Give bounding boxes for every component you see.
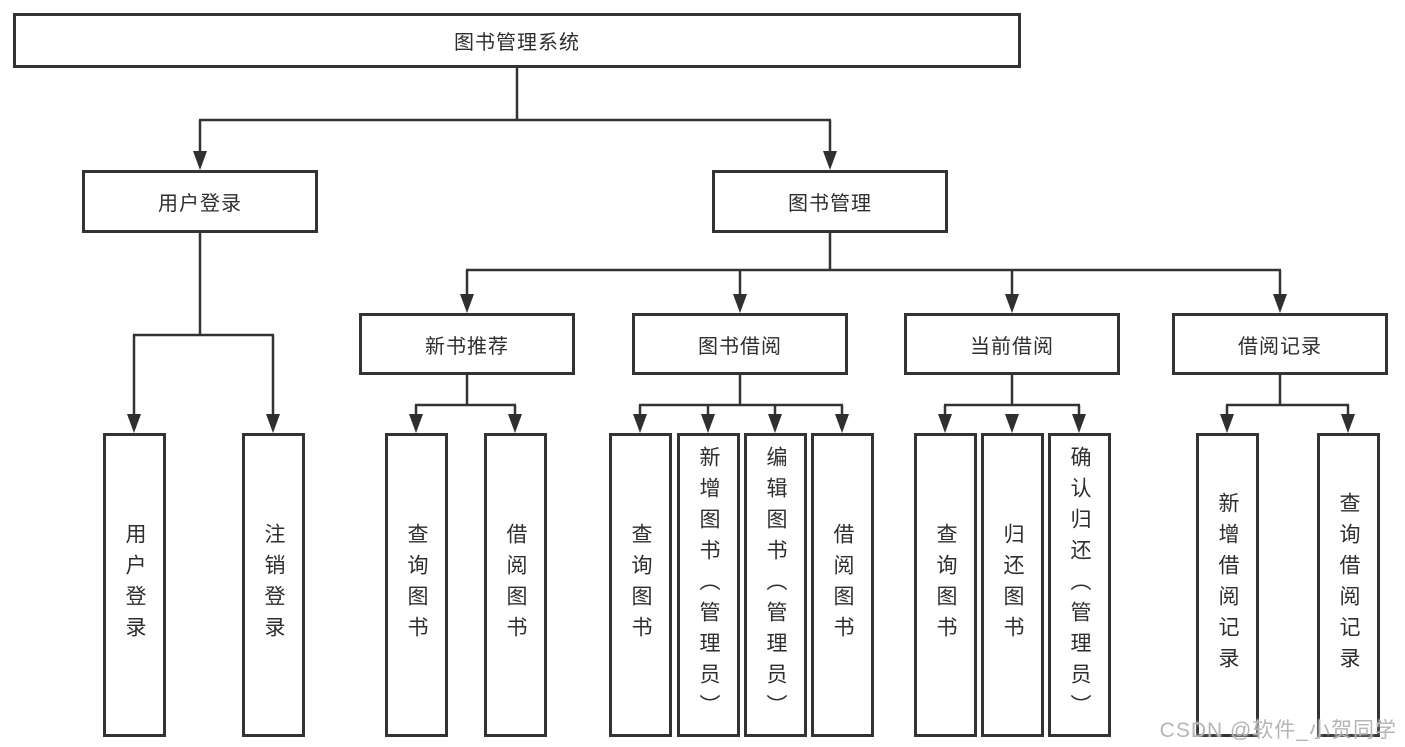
leaf-confirm-return-admin: 确认归还（管理员） [1048,433,1111,737]
leaf-query-books-recommend: 查询图书 [385,433,448,737]
node-label: 当前借阅 [970,335,1054,358]
leaf-return-books: 归还图书 [981,433,1044,737]
node-label: 编辑图书（管理员） [764,445,787,725]
node-label: 查询图书 [629,523,652,647]
leaf-borrow-books-recommend: 借阅图书 [484,433,547,737]
node-book-management: 图书管理 [712,170,948,233]
node-user-login: 用户登录 [82,170,318,233]
node-label: 新增借阅记录 [1216,492,1239,678]
node-label: 查询图书 [405,523,428,647]
node-label: 用户登录 [158,193,242,215]
leaf-logout: 注销登录 [242,433,305,737]
leaf-borrow-books: 借阅图书 [811,433,874,737]
node-label: 查询借阅记录 [1337,492,1360,678]
node-label: 借阅图书 [831,523,854,647]
node-label: 图书管理 [788,193,872,215]
watermark: CSDN @软件_小贺同学 [1159,719,1397,742]
leaf-query-borrow-record: 查询借阅记录 [1317,433,1380,737]
node-label: 用户登录 [123,523,146,647]
leaf-edit-books-admin: 编辑图书（管理员） [744,433,807,737]
node-new-book-recommend: 新书推荐 [359,313,575,375]
node-label: 图书管理系统 [454,32,580,54]
node-label: 查询图书 [934,523,957,647]
node-book-borrowing: 图书借阅 [632,313,848,375]
node-label: 归还图书 [1001,523,1024,647]
node-label: 借阅记录 [1238,335,1322,358]
leaf-user-login: 用户登录 [103,433,166,737]
node-library-system: 图书管理系统 [13,13,1021,68]
node-label: 借阅图书 [504,523,527,647]
leaf-query-books-borrowing: 查询图书 [609,433,672,737]
node-label: 新书推荐 [425,335,509,358]
node-current-borrowing: 当前借阅 [904,313,1120,375]
leaf-query-books-current: 查询图书 [914,433,977,737]
node-label: 图书借阅 [698,335,782,358]
node-label: 注销登录 [262,523,285,647]
leaf-add-borrow-record: 新增借阅记录 [1196,433,1259,737]
node-borrowing-records: 借阅记录 [1172,313,1388,375]
node-label: 新增图书（管理员） [697,445,720,725]
node-label: 确认归还（管理员） [1068,445,1091,725]
leaf-add-books-admin: 新增图书（管理员） [677,433,740,737]
